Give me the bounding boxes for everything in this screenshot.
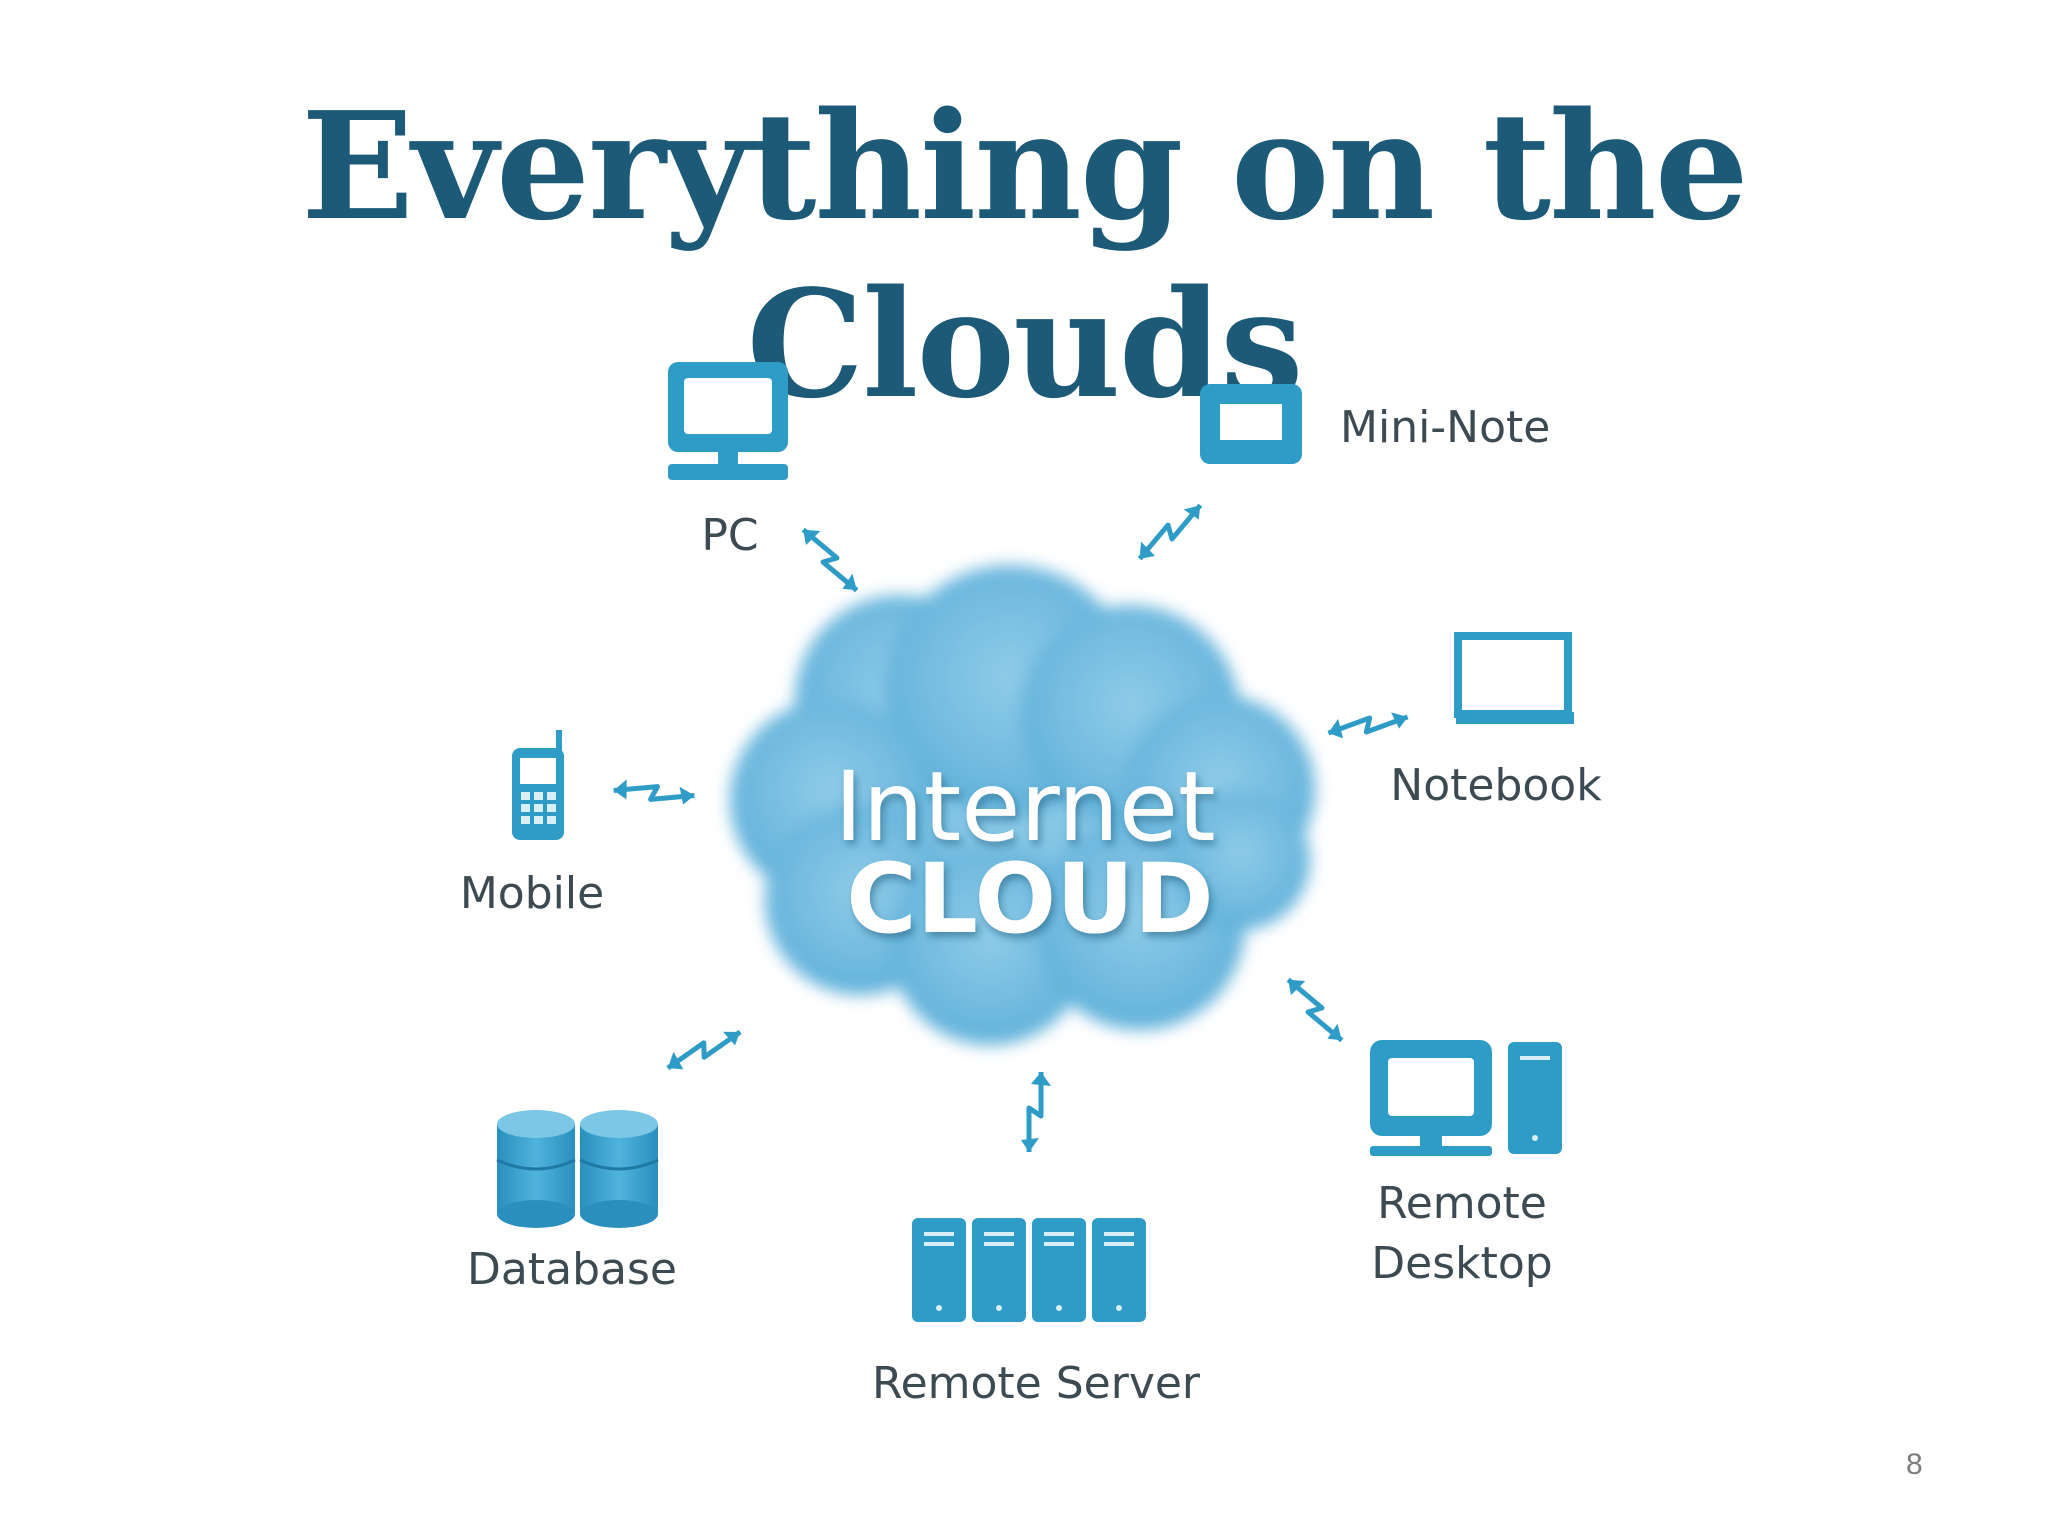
notebook-connection-arrow — [1325, 696, 1410, 752]
mobile-phone-icon — [512, 730, 564, 840]
mobile-label: Mobile — [460, 868, 604, 919]
mini-note-label: Mini-Note — [1340, 402, 1550, 453]
slide-title: Everything on the Clouds — [301, 79, 1749, 431]
remote-server-label: Remote Server — [872, 1358, 1201, 1409]
notebook-label: Notebook — [1390, 760, 1602, 811]
database-icon — [496, 1110, 659, 1228]
pc-label: PC — [701, 510, 758, 561]
database-node: Database — [467, 1110, 677, 1295]
database-label: Database — [467, 1244, 677, 1295]
mini-note-connection-arrow — [1132, 491, 1206, 572]
pc-connection-arrow — [790, 522, 871, 596]
page-number: 8 — [1906, 1448, 1923, 1481]
remote-desktop-connection-arrow — [1275, 972, 1356, 1046]
remote-desktop-node: Remote Desktop — [1370, 1040, 1562, 1289]
remote-desktop-icon — [1370, 1040, 1562, 1156]
database-connection-arrow — [662, 1014, 745, 1084]
notebook-node: Notebook — [1390, 632, 1602, 811]
remote-desktop-label-line1: Remote — [1377, 1178, 1547, 1229]
cloud-label-internet: Internet — [834, 751, 1215, 863]
mini-note-icon — [1200, 384, 1302, 464]
remote-server-connection-arrow — [1021, 1072, 1051, 1152]
laptop-icon — [1454, 632, 1574, 724]
server-rack-icon — [912, 1218, 1146, 1322]
pc-node: PC — [668, 362, 788, 561]
mini-note-node: Mini-Note — [1200, 384, 1550, 464]
desktop-monitor-icon — [668, 362, 788, 480]
mobile-node: Mobile — [460, 730, 604, 919]
internet-cloud: Internet CLOUD — [730, 565, 1315, 1045]
cloud-label-cloud: CLOUD — [846, 843, 1213, 955]
mobile-connection-arrow — [613, 774, 695, 811]
remote-server-node: Remote Server — [872, 1218, 1201, 1409]
remote-desktop-label-line2: Desktop — [1371, 1238, 1552, 1289]
